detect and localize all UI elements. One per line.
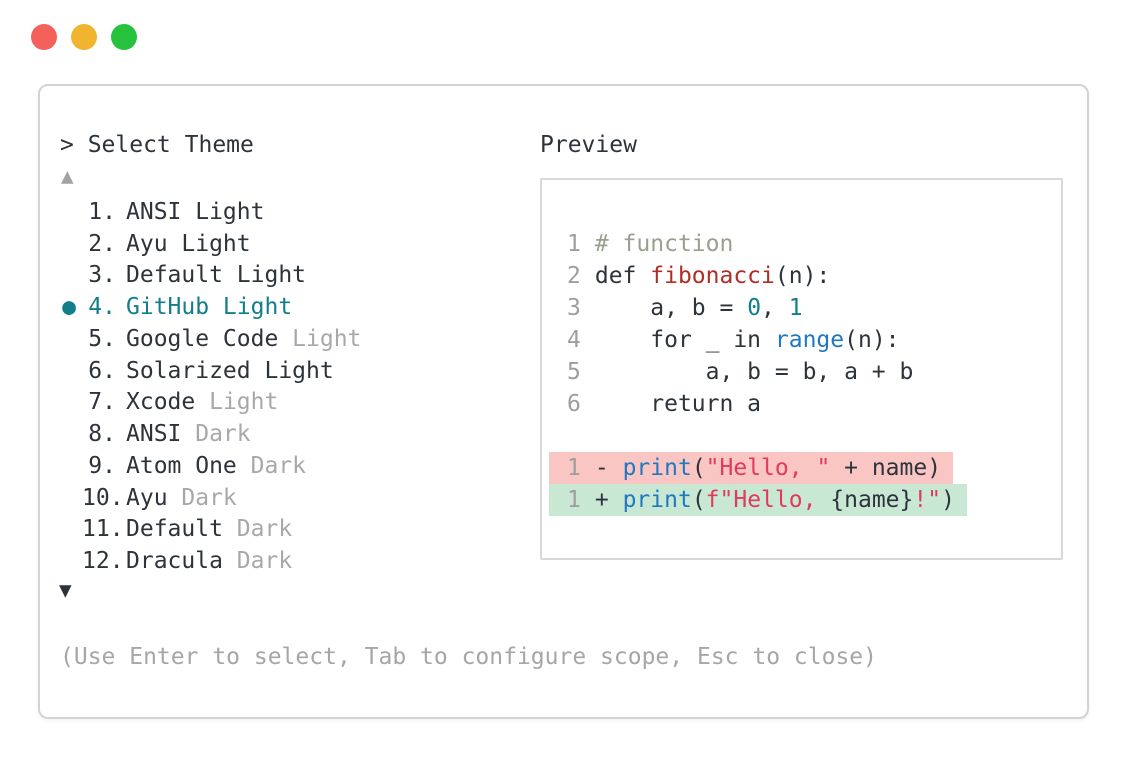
item-number: 7. xyxy=(88,389,116,416)
close-button[interactable] xyxy=(31,24,57,50)
item-number: 10. xyxy=(82,484,124,511)
item-suffix: Dark xyxy=(250,452,307,479)
theme-item-default-light[interactable]: 3. Default Light xyxy=(56,260,496,292)
item-number: 5. xyxy=(88,325,116,352)
item-number: 4. xyxy=(88,294,116,321)
item-suffix: Dark xyxy=(236,548,293,575)
window-controls xyxy=(31,24,137,50)
line-number: 2 xyxy=(567,263,581,289)
line-number: 4 xyxy=(567,327,581,353)
item-label: Solarized Light xyxy=(126,357,334,384)
theme-item-ayu-dark[interactable]: 10. Ayu Dark xyxy=(56,482,496,514)
item-number: 12. xyxy=(82,548,124,575)
theme-item-atom-one[interactable]: 9. Atom One Dark xyxy=(56,450,496,482)
preview-title: Preview xyxy=(540,132,637,158)
item-label: GitHub Light xyxy=(126,294,293,321)
item-number: 1. xyxy=(88,198,116,225)
item-number: 8. xyxy=(88,421,116,448)
item-number: 3. xyxy=(88,262,116,289)
scroll-up-icon[interactable]: ▲ xyxy=(61,164,74,188)
item-suffix: Dark xyxy=(236,516,293,543)
maximize-button[interactable] xyxy=(111,24,137,50)
item-suffix: Light xyxy=(292,325,362,352)
code-line-3: 3 a, b = 0, 1 xyxy=(567,295,803,321)
theme-item-default-dark[interactable]: 11. Default Dark xyxy=(56,514,496,546)
theme-list: 1. ANSI Light 2. Ayu Light 3. Default Li… xyxy=(56,196,496,577)
item-label: ANSI Light xyxy=(126,198,265,225)
line-number: 3 xyxy=(567,295,581,321)
code-line-4: 4 for _ in range(n): xyxy=(567,327,900,353)
item-suffix: Dark xyxy=(181,484,237,511)
line-number: 6 xyxy=(567,391,581,417)
item-label: Dracula xyxy=(126,548,237,575)
item-label: Atom One xyxy=(126,452,251,479)
theme-item-ayu-light[interactable]: 2. Ayu Light xyxy=(56,228,496,260)
item-label: Default Light xyxy=(126,262,307,289)
selected-bullet-icon: ● xyxy=(62,294,76,321)
line-number: 1 xyxy=(567,487,581,513)
item-number: 11. xyxy=(82,516,124,543)
code-line-5: 5 a, b = b, a + b xyxy=(567,359,914,385)
theme-item-dracula[interactable]: 12. Dracula Dark xyxy=(56,545,496,577)
item-suffix: Light xyxy=(209,389,279,416)
theme-selector-window: > Select Theme Preview ▲ 1. ANSI Light 2… xyxy=(38,84,1089,719)
minimize-button[interactable] xyxy=(71,24,97,50)
theme-item-ansi-light[interactable]: 1. ANSI Light xyxy=(56,196,496,228)
item-number: 9. xyxy=(88,452,116,479)
scroll-down-icon[interactable]: ▼ xyxy=(59,578,72,602)
theme-item-google-code[interactable]: 5. Google Code Light xyxy=(56,323,496,355)
theme-item-ansi-dark[interactable]: 8. ANSI Dark xyxy=(56,418,496,450)
page-title: > Select Theme xyxy=(60,132,254,158)
line-number: 5 xyxy=(567,359,581,385)
item-number: 2. xyxy=(88,230,116,257)
item-suffix: Dark xyxy=(195,421,251,448)
item-label: Ayu xyxy=(126,484,182,511)
theme-item-github-light-selected[interactable]: ● 4. GitHub Light xyxy=(56,291,496,323)
item-label: Default xyxy=(126,516,237,543)
diff-removed-line: 1- print("Hello, " + name) xyxy=(549,452,1061,484)
code-line-1: 1# function xyxy=(567,231,734,257)
theme-item-solarized-light[interactable]: 6. Solarized Light xyxy=(56,355,496,387)
help-text: (Use Enter to select, Tab to configure s… xyxy=(60,644,877,670)
item-label: ANSI xyxy=(126,421,196,448)
blank-line xyxy=(567,420,1061,452)
diff-added-line: 1+ print(f"Hello, {name}!") xyxy=(549,484,1061,516)
item-label: Google Code xyxy=(126,325,293,352)
code-line-6: 6 return a xyxy=(567,391,762,417)
line-number: 1 xyxy=(567,455,581,481)
item-label: Ayu Light xyxy=(126,230,251,257)
item-label: Xcode xyxy=(126,389,210,416)
item-number: 6. xyxy=(88,357,116,384)
theme-item-xcode[interactable]: 7. Xcode Light xyxy=(56,387,496,419)
line-number: 1 xyxy=(567,231,581,257)
